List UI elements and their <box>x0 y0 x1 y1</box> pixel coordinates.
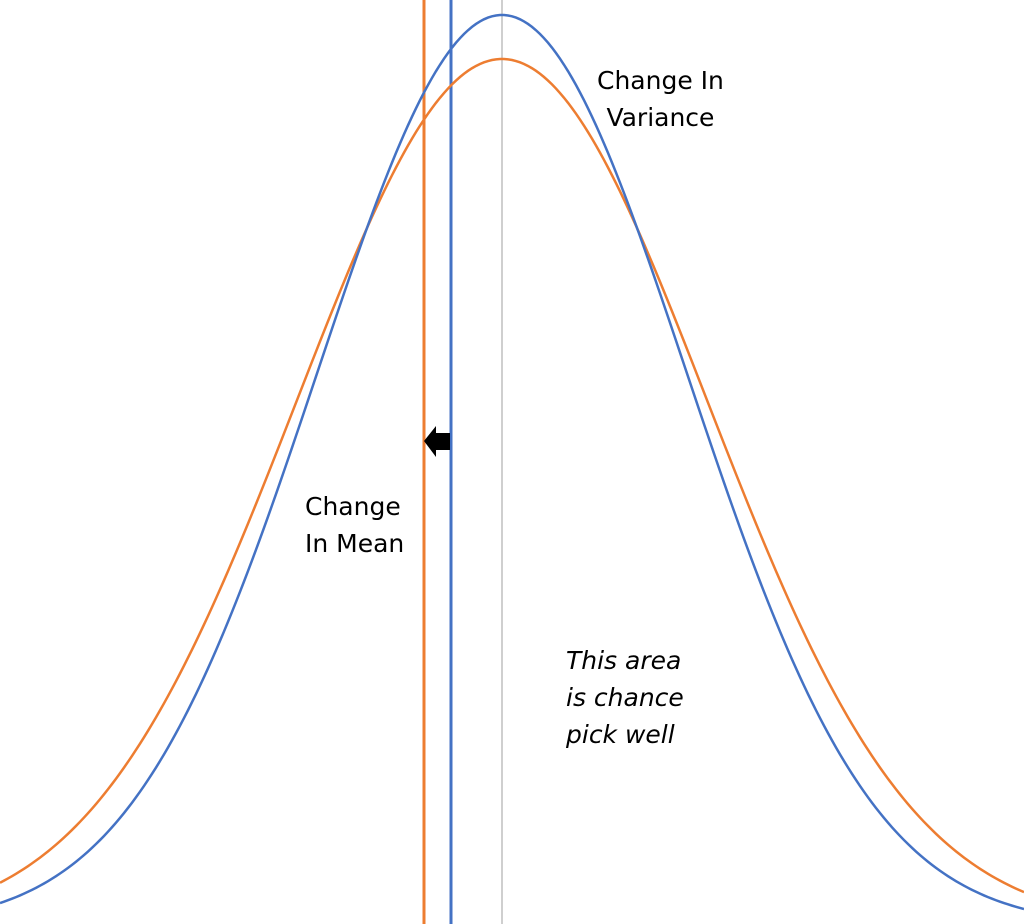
change-in-mean-label: Change In Mean <box>305 488 404 562</box>
orange-distribution-curve <box>0 57 1024 894</box>
change-in-variance-line-1: Change In <box>597 66 724 95</box>
chance-area-label: This area is chance pick well <box>566 642 684 753</box>
chance-area-line-1: This area <box>566 646 682 675</box>
arrow-left-icon <box>424 426 450 457</box>
change-in-mean-line-1: Change <box>305 492 401 521</box>
change-in-mean-line-2: In Mean <box>305 529 405 558</box>
blue-distribution-curve <box>0 13 1024 911</box>
chance-area-line-3: pick well <box>566 720 675 749</box>
change-in-variance-label: Change In Variance <box>597 62 724 136</box>
change-in-variance-line-2: Variance <box>606 103 715 132</box>
chance-area-line-2: is chance <box>566 683 684 712</box>
